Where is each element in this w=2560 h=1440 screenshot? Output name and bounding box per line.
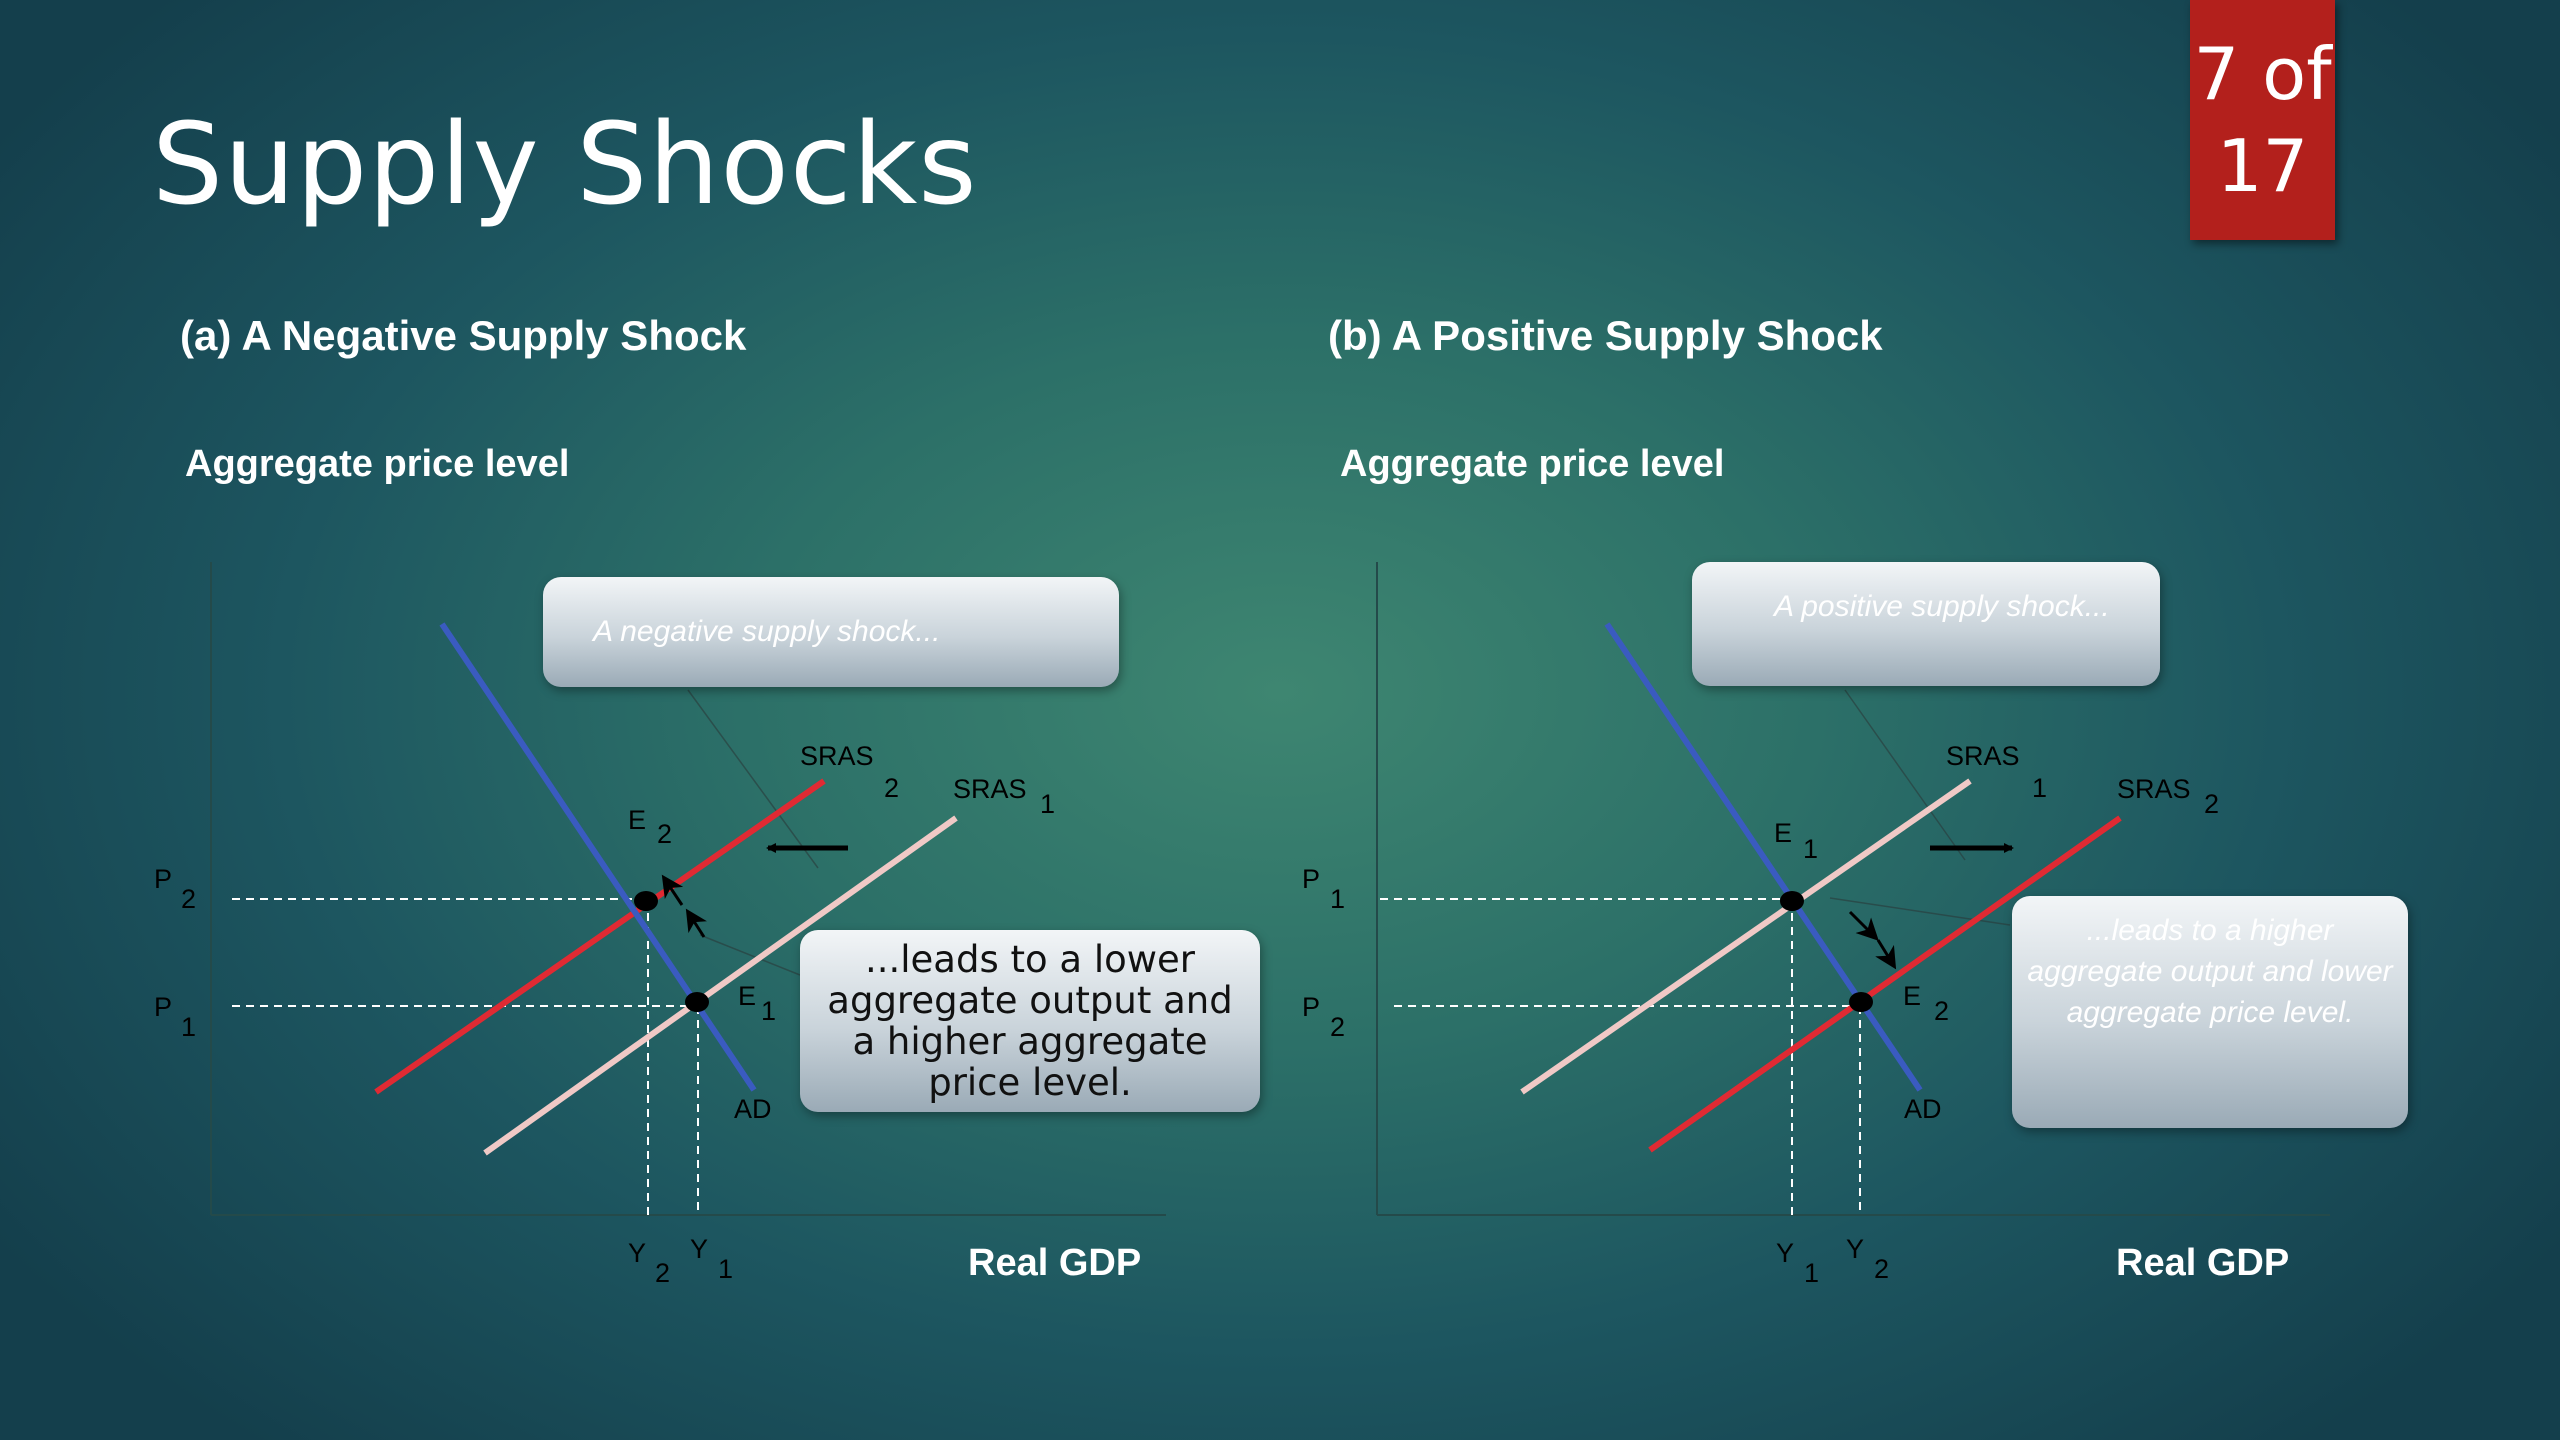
panel-a-ad-label: AD [734,1094,772,1124]
panel-b-callout-top-text: A positive supply shock... [1774,590,2110,623]
panel-b-p1-label: P [1302,864,1320,894]
panel-b-e1-label: E [1774,818,1792,848]
panel-a-sras1-sub: 1 [1040,789,1055,819]
panel-b-sras1-curve [1520,778,1972,1095]
panel-a-e1-point [685,992,709,1012]
panel-a-y-axis-label: Aggregate price level [185,443,570,485]
panel-a-p1-sub: 1 [181,1012,196,1042]
panel-b-sras2-curve [1648,815,2122,1153]
panel-b-sras2-sub: 2 [2204,789,2219,819]
panel-a-sras2-sub: 2 [884,773,899,803]
panel-a-p2-sub: 2 [181,884,196,914]
panel-a-e2-point [634,891,658,911]
panel-b-e1-sub: 1 [1803,834,1818,864]
panel-a-callout-top: A negative supply shock... [543,577,1119,687]
panel-a-e1-sub: 1 [761,996,776,1026]
panel-a-callout-bottom: ...leads to a lower aggregate output and… [800,930,1260,1112]
panel-a-x-axis-label: Real GDP [968,1242,1142,1284]
panel-a-y1-label: Y [690,1234,708,1264]
panel-b-sras2-label: SRAS [2117,774,2191,804]
panel-a-sras1-curve [483,815,958,1156]
panel-a-e2-sub: 2 [657,819,672,849]
slide-counter-badge: 7 of 17 [2190,0,2335,240]
panel-b-graph [1376,562,2330,1216]
panel-b-y1-sub: 1 [1804,1258,1819,1288]
panel-b-y-axis-label: Aggregate price level [1340,443,1725,485]
panel-b-e2-sub: 2 [1934,996,1949,1026]
panel-a-y1-sub: 1 [718,1254,733,1284]
panel-b-move-arrow-1 [1848,910,1879,941]
panel-b-y2-sub: 2 [1874,1254,1889,1284]
panel-b-title: (b) A Positive Supply Shock [1328,312,1883,359]
panel-a-sras2-curve [374,778,826,1095]
panel-a-graph [210,562,1166,1216]
panel-b-p1-sub: 1 [1330,884,1345,914]
panel-b-ad-curve [1604,622,1923,1092]
panel-a-title: (a) A Negative Supply Shock [180,312,747,359]
panel-b-e2-point [1849,992,1873,1012]
panel-b-ad-label: AD [1904,1094,1942,1124]
panel-b-p2-sub: 2 [1330,1012,1345,1042]
panel-b-callout-top: A positive supply shock... [1692,562,2160,686]
panel-a-move-arrow-1 [685,908,707,938]
panel-a-sras2-label: SRAS [800,741,874,771]
panel-b-callout-bottom: ...leads to a higher aggregate output an… [2012,896,2408,1128]
panel-a-p2-label: P [154,864,172,894]
panel-b-callout-bottom-text: ...leads to a higher aggregate output an… [2027,914,2393,1029]
panel-b-move-arrow-2 [1875,939,1897,970]
slide-counter-line1: 7 of [2193,32,2332,116]
panel-a-callout-top-text: A negative supply shock... [593,615,941,648]
slide-counter-line2: 17 [2216,124,2309,208]
panel-a-e1-label: E [738,981,756,1011]
panel-a-y2-label: Y [628,1238,646,1268]
panel-b-y1-label: Y [1776,1238,1794,1268]
panel-a-e2-label: E [628,805,646,835]
panel-b-e1-point [1780,891,1804,911]
panel-b-y2-label: Y [1846,1234,1864,1264]
panel-a-ad-curve [439,622,757,1092]
panel-b-e2-label: E [1903,981,1921,1011]
panel-b-p2-label: P [1302,992,1320,1022]
panel-b-sras1-sub: 1 [2032,773,2047,803]
panel-a-y2-sub: 2 [655,1258,670,1288]
slide-title: Supply Shocks [152,100,978,230]
panel-a-callout-bottom-text: ...leads to a lower aggregate output and… [827,938,1233,1104]
panel-b-x-axis-label: Real GDP [2116,1242,2290,1284]
panel-b-sras1-label: SRAS [1946,741,2020,771]
panel-a-p1-label: P [154,992,172,1022]
panel-a-sras1-label: SRAS [953,774,1027,804]
panel-a-move-arrow-2 [661,874,684,906]
